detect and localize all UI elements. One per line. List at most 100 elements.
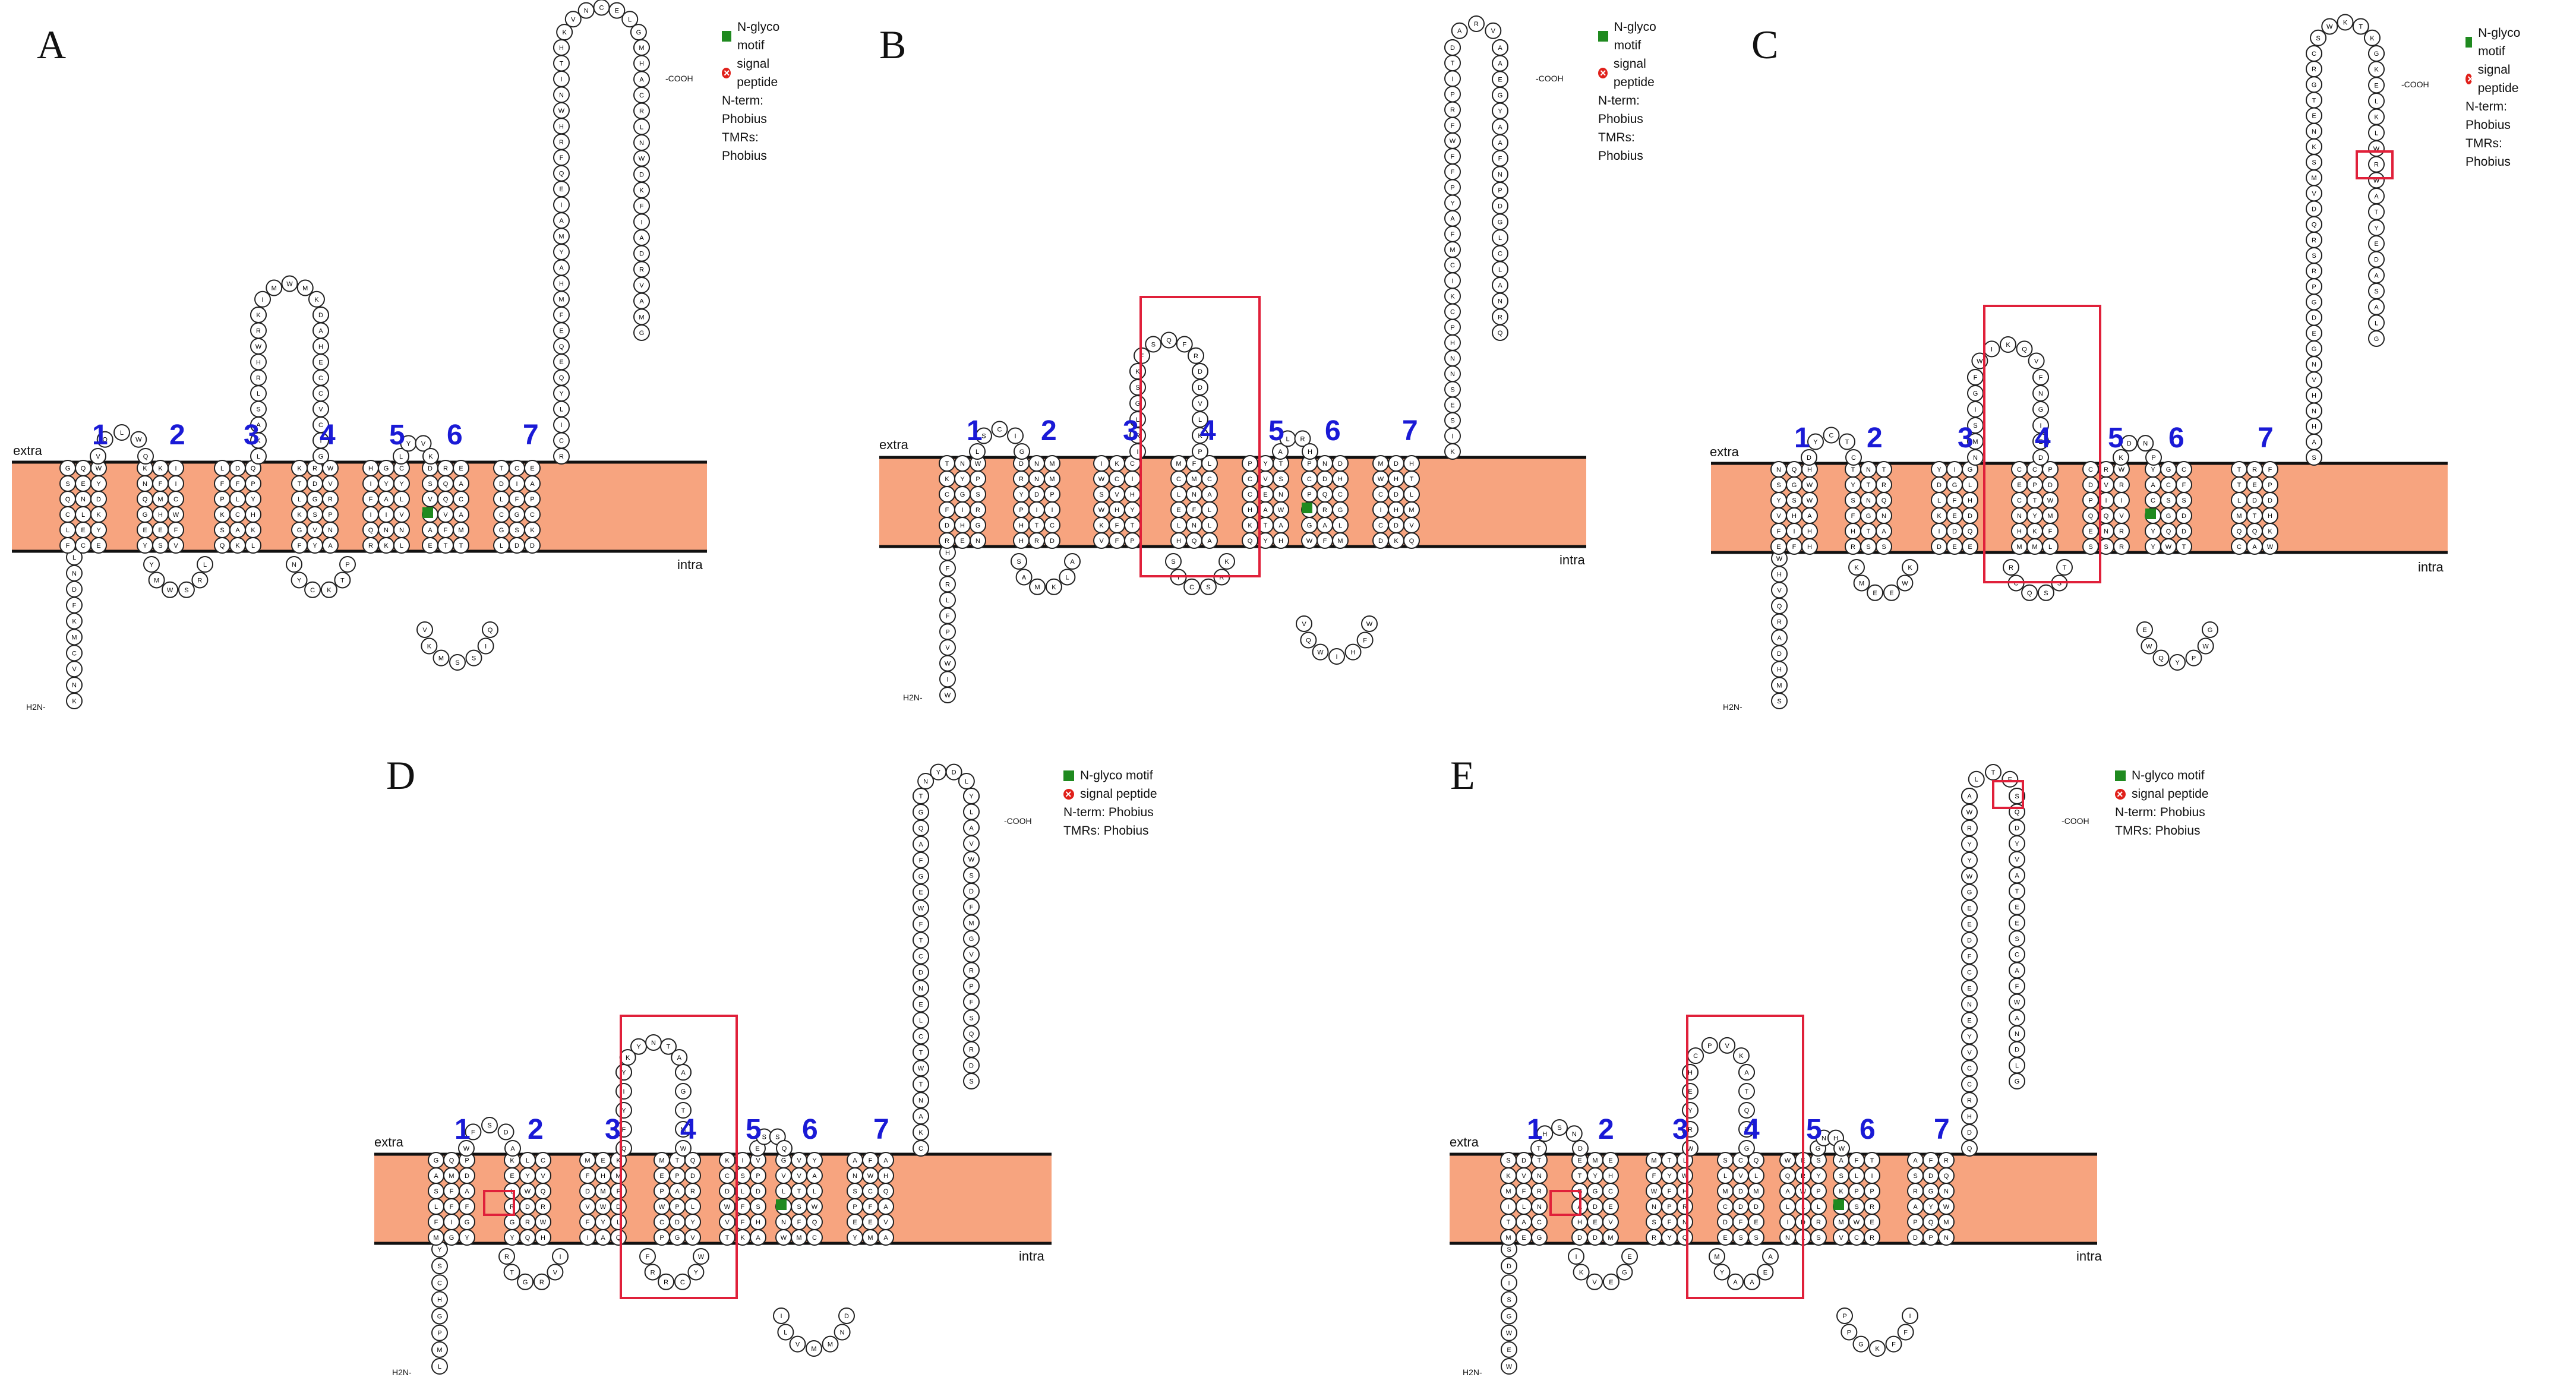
residue: F xyxy=(1848,1152,1865,1168)
svg-text:R: R xyxy=(1777,619,1782,626)
svg-text:Y: Y xyxy=(1928,1204,1933,1211)
svg-text:M: M xyxy=(1505,1188,1511,1195)
svg-text:Y: Y xyxy=(1776,497,1781,504)
svg-text:A: A xyxy=(1207,538,1212,545)
residue: D xyxy=(1771,645,1788,662)
svg-text:G: G xyxy=(2312,346,2317,353)
residue: V xyxy=(1192,395,1208,412)
svg-text:C: C xyxy=(559,438,564,445)
svg-text:D: D xyxy=(1937,482,1942,489)
residue: N xyxy=(1779,1229,1796,1246)
svg-text:T: T xyxy=(675,1157,680,1164)
svg-text:Q: Q xyxy=(1744,1107,1750,1114)
residue: C xyxy=(2009,946,2025,963)
residue: L xyxy=(1962,476,1978,493)
residue: H xyxy=(1273,532,1289,549)
svg-text:S: S xyxy=(434,1188,438,1195)
svg-text:L: L xyxy=(2048,544,2052,551)
svg-text:S: S xyxy=(256,406,260,413)
residue: C xyxy=(1201,470,1218,487)
svg-text:G: G xyxy=(1858,1341,1864,1348)
c-term-label: -COOH xyxy=(2062,816,2089,826)
residue: A xyxy=(1762,1248,1779,1265)
residue: C xyxy=(1109,470,1125,487)
residue: D xyxy=(939,517,955,533)
svg-text:V: V xyxy=(2104,482,2108,489)
svg-text:V: V xyxy=(312,527,317,534)
svg-text:D: D xyxy=(945,522,949,529)
svg-text:P: P xyxy=(1842,1313,1846,1320)
svg-text:Y: Y xyxy=(96,527,101,534)
residue: M xyxy=(1833,1214,1849,1230)
residue: L xyxy=(2231,492,2247,509)
svg-text:K: K xyxy=(1135,368,1140,375)
svg-text:V: V xyxy=(945,645,950,652)
residue: G xyxy=(443,1229,460,1246)
residue: L xyxy=(1492,261,1508,278)
svg-text:A: A xyxy=(1322,522,1327,529)
svg-text:C: C xyxy=(2032,466,2037,473)
svg-text:A: A xyxy=(1733,1279,1738,1286)
svg-text:K: K xyxy=(626,1054,630,1062)
residue: Y xyxy=(1013,486,1030,503)
residue: A xyxy=(2306,433,2322,450)
svg-text:K: K xyxy=(1224,558,1229,566)
residue: N xyxy=(1028,470,1045,487)
svg-text:S: S xyxy=(1777,698,1781,705)
svg-text:C: C xyxy=(2015,952,2019,959)
svg-text:E: E xyxy=(1952,544,1956,551)
svg-text:L: L xyxy=(970,809,973,816)
svg-text:Y: Y xyxy=(2151,544,2155,551)
svg-text:D: D xyxy=(952,769,956,776)
svg-text:C: C xyxy=(1854,1234,1859,1242)
svg-text:F: F xyxy=(586,1173,590,1180)
residue: L xyxy=(1170,517,1187,533)
svg-text:K: K xyxy=(1450,293,1455,300)
residue: S xyxy=(1444,381,1461,398)
residue: Q xyxy=(1186,532,1202,549)
svg-text:Y: Y xyxy=(621,1069,626,1076)
residue: C xyxy=(1170,470,1187,487)
svg-text:S: S xyxy=(2015,936,2019,943)
svg-text:D: D xyxy=(2182,513,2186,520)
svg-text:T: T xyxy=(1264,522,1268,529)
residue: Y xyxy=(2026,507,2043,524)
svg-text:Q: Q xyxy=(969,1031,974,1038)
svg-text:E: E xyxy=(659,1173,664,1180)
svg-text:W: W xyxy=(2146,643,2152,650)
svg-text:D: D xyxy=(725,1188,730,1195)
svg-text:C: C xyxy=(1248,476,1252,483)
svg-text:C: C xyxy=(1378,522,1383,529)
tm-number-3: 3 xyxy=(1123,415,1139,447)
residue: T xyxy=(2026,492,2043,509)
svg-text:N: N xyxy=(1682,1219,1687,1226)
residue: G xyxy=(137,506,153,523)
svg-text:V: V xyxy=(1967,1049,1972,1056)
svg-text:R: R xyxy=(1019,476,1024,483)
svg-text:Y: Y xyxy=(1967,1033,1972,1040)
svg-text:L: L xyxy=(438,1363,441,1370)
svg-text:K: K xyxy=(1937,513,1942,520)
residue: M xyxy=(266,279,283,296)
svg-text:P: P xyxy=(659,1188,664,1195)
residue: N xyxy=(577,2,595,19)
panel-letter: D xyxy=(386,753,416,798)
svg-text:S: S xyxy=(472,655,476,662)
residue: K xyxy=(1902,559,1918,576)
svg-text:C: C xyxy=(499,511,504,519)
residue: T xyxy=(675,1102,692,1119)
svg-text:P: P xyxy=(1198,449,1202,456)
residue: R xyxy=(1810,1214,1827,1230)
residue: W xyxy=(2262,538,2278,555)
residue: W xyxy=(2141,637,2158,655)
residue: S xyxy=(791,1198,807,1215)
svg-text:H: H xyxy=(1777,571,1782,579)
residue: G xyxy=(1014,443,1030,460)
svg-text:W: W xyxy=(1098,476,1105,483)
svg-text:E: E xyxy=(918,889,923,896)
svg-text:V: V xyxy=(1839,1234,1843,1242)
svg-text:M: M xyxy=(1592,1157,1598,1164)
svg-text:R: R xyxy=(1944,1157,1949,1164)
svg-text:D: D xyxy=(2182,528,2186,535)
residue: L xyxy=(684,1198,701,1215)
